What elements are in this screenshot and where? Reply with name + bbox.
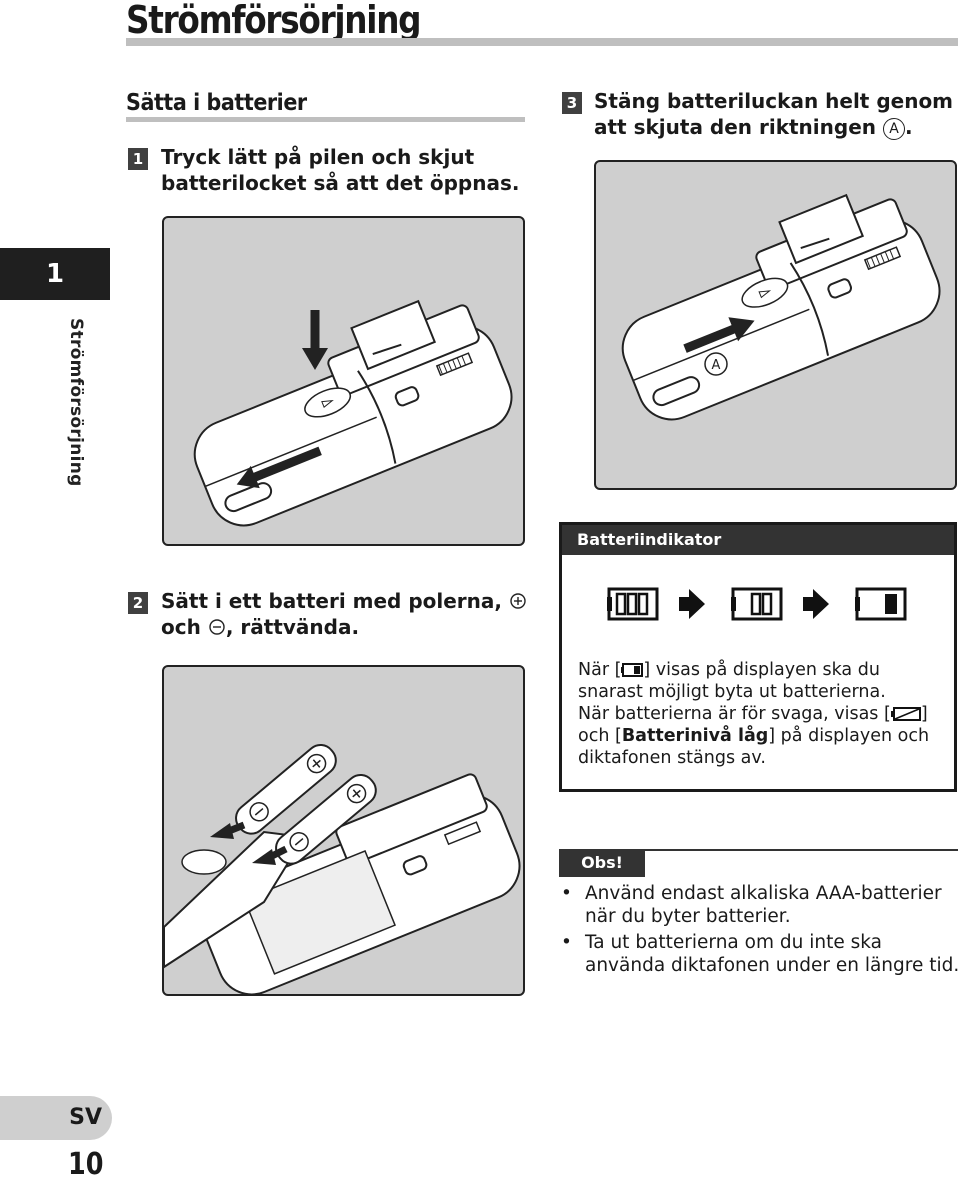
language-tab: SV bbox=[0, 1096, 112, 1140]
battery-indicator-box: Batteriindikator När [] visas på display… bbox=[559, 522, 957, 792]
title-rule bbox=[126, 38, 958, 46]
step-2-and-label: och bbox=[161, 615, 201, 639]
step-2-text: Sätt i ett batteri med polerna, och , rä… bbox=[161, 588, 531, 640]
step-3-line-2: att skjuta den riktningen bbox=[594, 115, 877, 139]
step-3-marker: A bbox=[882, 118, 905, 140]
page-number: 10 bbox=[68, 1147, 104, 1182]
battery-low-label: Batterinivå låg bbox=[621, 726, 769, 746]
section-rule bbox=[126, 117, 525, 122]
step-1-line-2: batterilocket så att det öppnas. bbox=[161, 171, 520, 195]
battery-level-sequence bbox=[607, 587, 907, 621]
arrow-right-icon bbox=[803, 589, 829, 619]
recorder-batteries-drawing bbox=[164, 743, 521, 994]
plus-pole-icon bbox=[509, 589, 527, 613]
step-1-line-1: Tryck lätt på pilen och skjut bbox=[161, 145, 475, 169]
note-rule bbox=[645, 849, 958, 851]
battery-empty-paragraph: När batterierna är för svaga, visas []oc… bbox=[578, 704, 930, 768]
chapter-tab-label: Strömförsörjning bbox=[66, 318, 86, 487]
battery-empty-inline-icon bbox=[890, 707, 921, 721]
illustration-open-battery-cover bbox=[162, 216, 525, 546]
step-3-line-1: Stäng batteriluckan helt genom bbox=[594, 89, 954, 113]
note-item: Ta ut batterierna om du inte ska använda… bbox=[560, 931, 960, 977]
battery-low-inline-icon bbox=[621, 663, 644, 677]
section-title: Sätta i batterier bbox=[126, 90, 307, 116]
recorder-close-cover-drawing: A bbox=[621, 193, 941, 421]
battery-full-icon bbox=[607, 587, 659, 621]
minus-pole-icon bbox=[208, 615, 226, 639]
note-item: Använd endast alkaliska AAA-batterier nä… bbox=[560, 882, 960, 928]
step-3-text: Stäng batteriluckan helt genom att skjut… bbox=[594, 88, 956, 140]
step-number-1: 1 bbox=[128, 148, 148, 170]
direction-marker-label: A bbox=[712, 358, 721, 373]
illustration-close-battery-cover: A bbox=[594, 160, 957, 490]
note-list: Använd endast alkaliska AAA-batterier nä… bbox=[560, 882, 960, 980]
battery-low-icon bbox=[855, 587, 907, 621]
step-1-text: Tryck lätt på pilen och skjut batteriloc… bbox=[161, 144, 531, 196]
chapter-tab-number: 1 bbox=[0, 248, 110, 300]
arrow-right-icon bbox=[679, 589, 705, 619]
step-3-line-2-end: . bbox=[904, 115, 913, 139]
step-number-3: 3 bbox=[562, 92, 582, 114]
direction-marker-circle bbox=[704, 352, 728, 376]
note-heading: Obs! bbox=[559, 849, 645, 877]
step-2-line-2-end: , rättvända. bbox=[225, 615, 360, 639]
recorder-open-cover-drawing bbox=[193, 299, 513, 527]
battery-indicator-text: När [] visas på displayen ska du snarast… bbox=[578, 659, 948, 769]
page-title: Strömförsörjning bbox=[126, 0, 422, 42]
battery-replace-paragraph: När [] visas på displayen ska du snarast… bbox=[578, 660, 886, 702]
step-2-line-1: Sätt i ett batteri med polerna, bbox=[161, 589, 502, 613]
battery-medium-icon bbox=[731, 587, 783, 621]
battery-indicator-heading: Batteriindikator bbox=[562, 525, 954, 555]
illustration-insert-batteries bbox=[162, 665, 525, 996]
step-number-2: 2 bbox=[128, 592, 148, 614]
